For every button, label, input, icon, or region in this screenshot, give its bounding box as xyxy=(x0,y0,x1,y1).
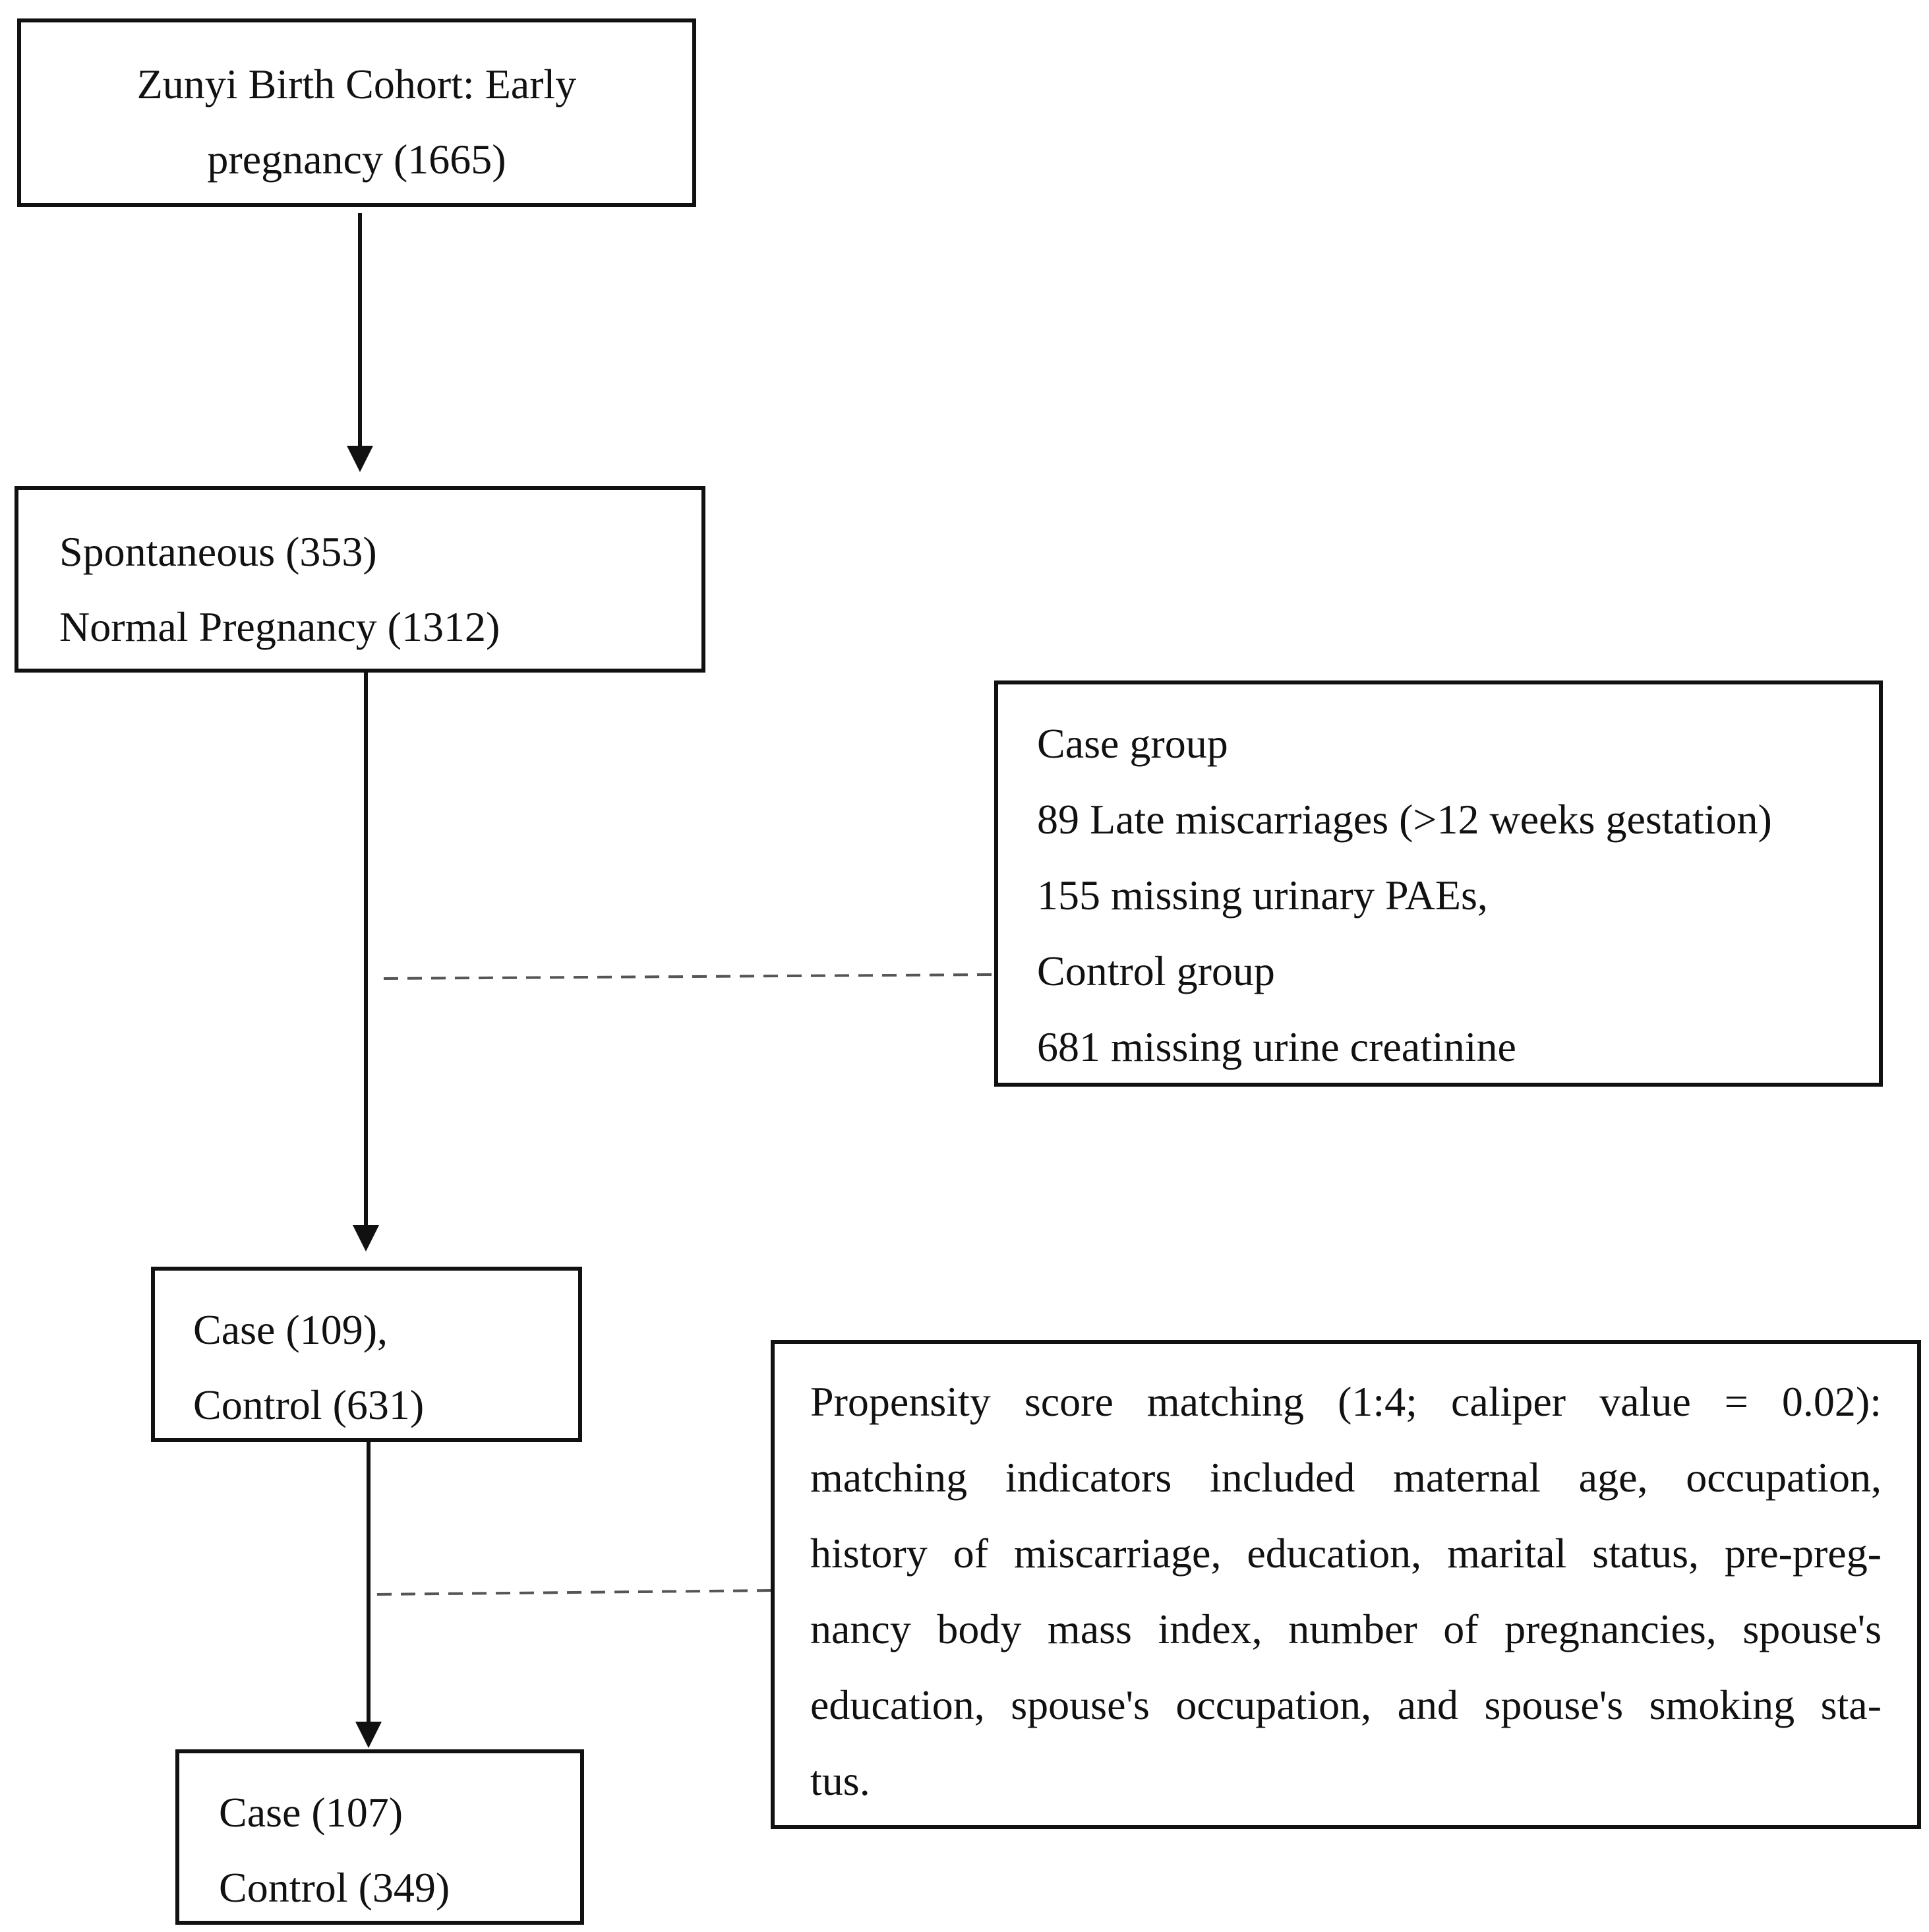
arrow-outcomes-to-eligible xyxy=(353,672,379,1252)
exclusions-line-3: 155 missing urinary PAEs, xyxy=(1037,872,1488,919)
cohort-line-2: pregnancy (1665) xyxy=(207,136,506,183)
matching-box: Propensity score matching (1:4; caliper … xyxy=(771,1340,1921,1829)
dashed-connector-exclusions xyxy=(383,973,996,980)
cohort-line-1: Zunyi Birth Cohort: Early xyxy=(136,61,577,107)
cohort-box: Zunyi Birth Cohort: Early pregnancy (166… xyxy=(17,18,696,207)
matching-line-6: tus. xyxy=(810,1757,870,1804)
final-box: Case (107) Control (349) xyxy=(175,1749,584,1925)
dashed-connector-matching xyxy=(376,1589,773,1596)
arrow-cohort-to-outcomes xyxy=(347,213,373,472)
outcomes-line-2: Normal Pregnancy (1312) xyxy=(59,603,500,650)
exclusions-line-1: Case group xyxy=(1037,720,1228,767)
outcomes-line-1: Spontaneous (353) xyxy=(59,528,377,575)
eligible-line-1: Case (109), xyxy=(193,1306,388,1353)
final-line-1: Case (107) xyxy=(219,1789,403,1836)
outcomes-box: Spontaneous (353) Normal Pregnancy (1312… xyxy=(15,486,705,673)
exclusions-line-4: Control group xyxy=(1037,948,1275,994)
eligible-line-2: Control (631) xyxy=(193,1381,425,1428)
matching-line-4: nancy body mass index, number of pregnan… xyxy=(810,1606,1882,1652)
matching-line-2: matching indicators included maternal ag… xyxy=(810,1454,1882,1501)
matching-line-5: education, spouse's occupation, and spou… xyxy=(810,1681,1882,1728)
arrow-eligible-to-final xyxy=(355,1441,382,1748)
exclusions-line-5: 681 missing urine creatinine xyxy=(1037,1023,1516,1070)
matching-line-3: history of miscarriage, education, marit… xyxy=(810,1530,1882,1577)
eligible-box: Case (109), Control (631) xyxy=(151,1267,582,1442)
final-line-2: Control (349) xyxy=(219,1864,450,1911)
matching-line-1: Propensity score matching (1:4; caliper … xyxy=(810,1378,1882,1425)
exclusions-line-2: 89 Late miscarriages (>12 weeks gestatio… xyxy=(1037,796,1772,843)
exclusions-box: Case group 89 Late miscarriages (>12 wee… xyxy=(994,680,1883,1087)
